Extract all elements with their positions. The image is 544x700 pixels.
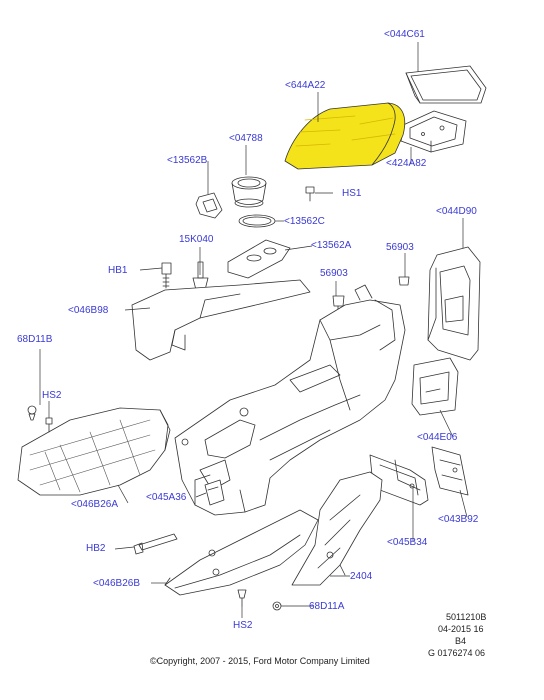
callout-046B26A[interactable]: <046B26A (71, 499, 118, 510)
callout-043B92[interactable]: <043B92 (438, 514, 479, 525)
callout-HS2-bottom[interactable]: HS2 (233, 620, 253, 631)
fastener-68D11A (272, 601, 282, 611)
drawing-number: 5011210B (446, 612, 487, 622)
callout-044D90[interactable]: <044D90 (436, 206, 477, 217)
insert-13562A (227, 239, 291, 279)
main-console-body (174, 284, 406, 516)
callout-15K040[interactable]: 15K040 (179, 234, 214, 245)
ring-13562C (238, 214, 276, 228)
callout-HS1[interactable]: HS1 (342, 188, 362, 199)
callout-045B34[interactable]: <045B34 (387, 537, 428, 548)
screw-HS1 (305, 186, 315, 202)
screw-HS2-bottom (237, 589, 247, 607)
callout-13562A[interactable]: <13562A (311, 240, 352, 251)
bolt-HB2 (133, 533, 178, 555)
callout-044E06[interactable]: <044E06 (417, 432, 458, 443)
drawing-reference: G 0176274 06 (428, 648, 486, 658)
lower-panel-046B26B (164, 509, 319, 596)
callout-046B98[interactable]: <046B98 (68, 305, 109, 316)
tray-424A82 (400, 110, 467, 153)
side-panel-046B26A (17, 407, 171, 496)
callout-HS2-left[interactable]: HS2 (42, 390, 62, 401)
bin-044E06 (411, 357, 459, 416)
callout-HB2[interactable]: HB2 (86, 543, 106, 554)
screw-HS2-left (45, 417, 53, 433)
bracket-045A36 (204, 479, 225, 506)
copyright-notice: ©Copyright, 2007 - 2015, Ford Motor Comp… (150, 656, 370, 666)
clip-13562B (195, 192, 223, 219)
leader-lines (39, 42, 468, 618)
callout-56903-left[interactable]: 56903 (320, 268, 348, 279)
fastener-68D11B (27, 405, 37, 421)
bolt-HB1 (161, 262, 172, 289)
callout-56903-right[interactable]: 56903 (386, 242, 414, 253)
callout-13562B[interactable]: <13562B (167, 155, 208, 166)
callout-045A36[interactable]: <045A36 (146, 492, 187, 503)
bulb-15K040 (192, 261, 209, 291)
mat-044C61 (405, 65, 487, 104)
callout-68D11B[interactable]: 68D11B (17, 334, 53, 345)
armrest-lid-644A22 (284, 102, 406, 170)
drawing-sheet: B4 (455, 636, 467, 646)
cup-holder-04788 (231, 176, 267, 208)
callout-2404[interactable]: 2404 (350, 571, 373, 582)
callout-04788[interactable]: <04788 (229, 133, 263, 144)
clip-56903-right (398, 276, 410, 286)
callout-HB1[interactable]: HB1 (108, 265, 128, 276)
callout-644A22[interactable]: <644A22 (285, 80, 326, 91)
callout-68D11A[interactable]: 68D11A (309, 601, 345, 612)
callout-424A82[interactable]: <424A82 (386, 158, 427, 169)
bracket-043B92 (431, 446, 469, 496)
upper-trim-046B98 (131, 279, 311, 361)
callout-046B26B[interactable]: <046B26B (93, 578, 140, 589)
callout-13562C[interactable]: <13562C (284, 216, 325, 227)
rear-panel-044D90 (427, 246, 481, 361)
drawing-date: 04-2015 16 (438, 624, 484, 634)
callout-044C61[interactable]: <044C61 (384, 29, 425, 40)
rear-cover-2404 (291, 471, 383, 586)
